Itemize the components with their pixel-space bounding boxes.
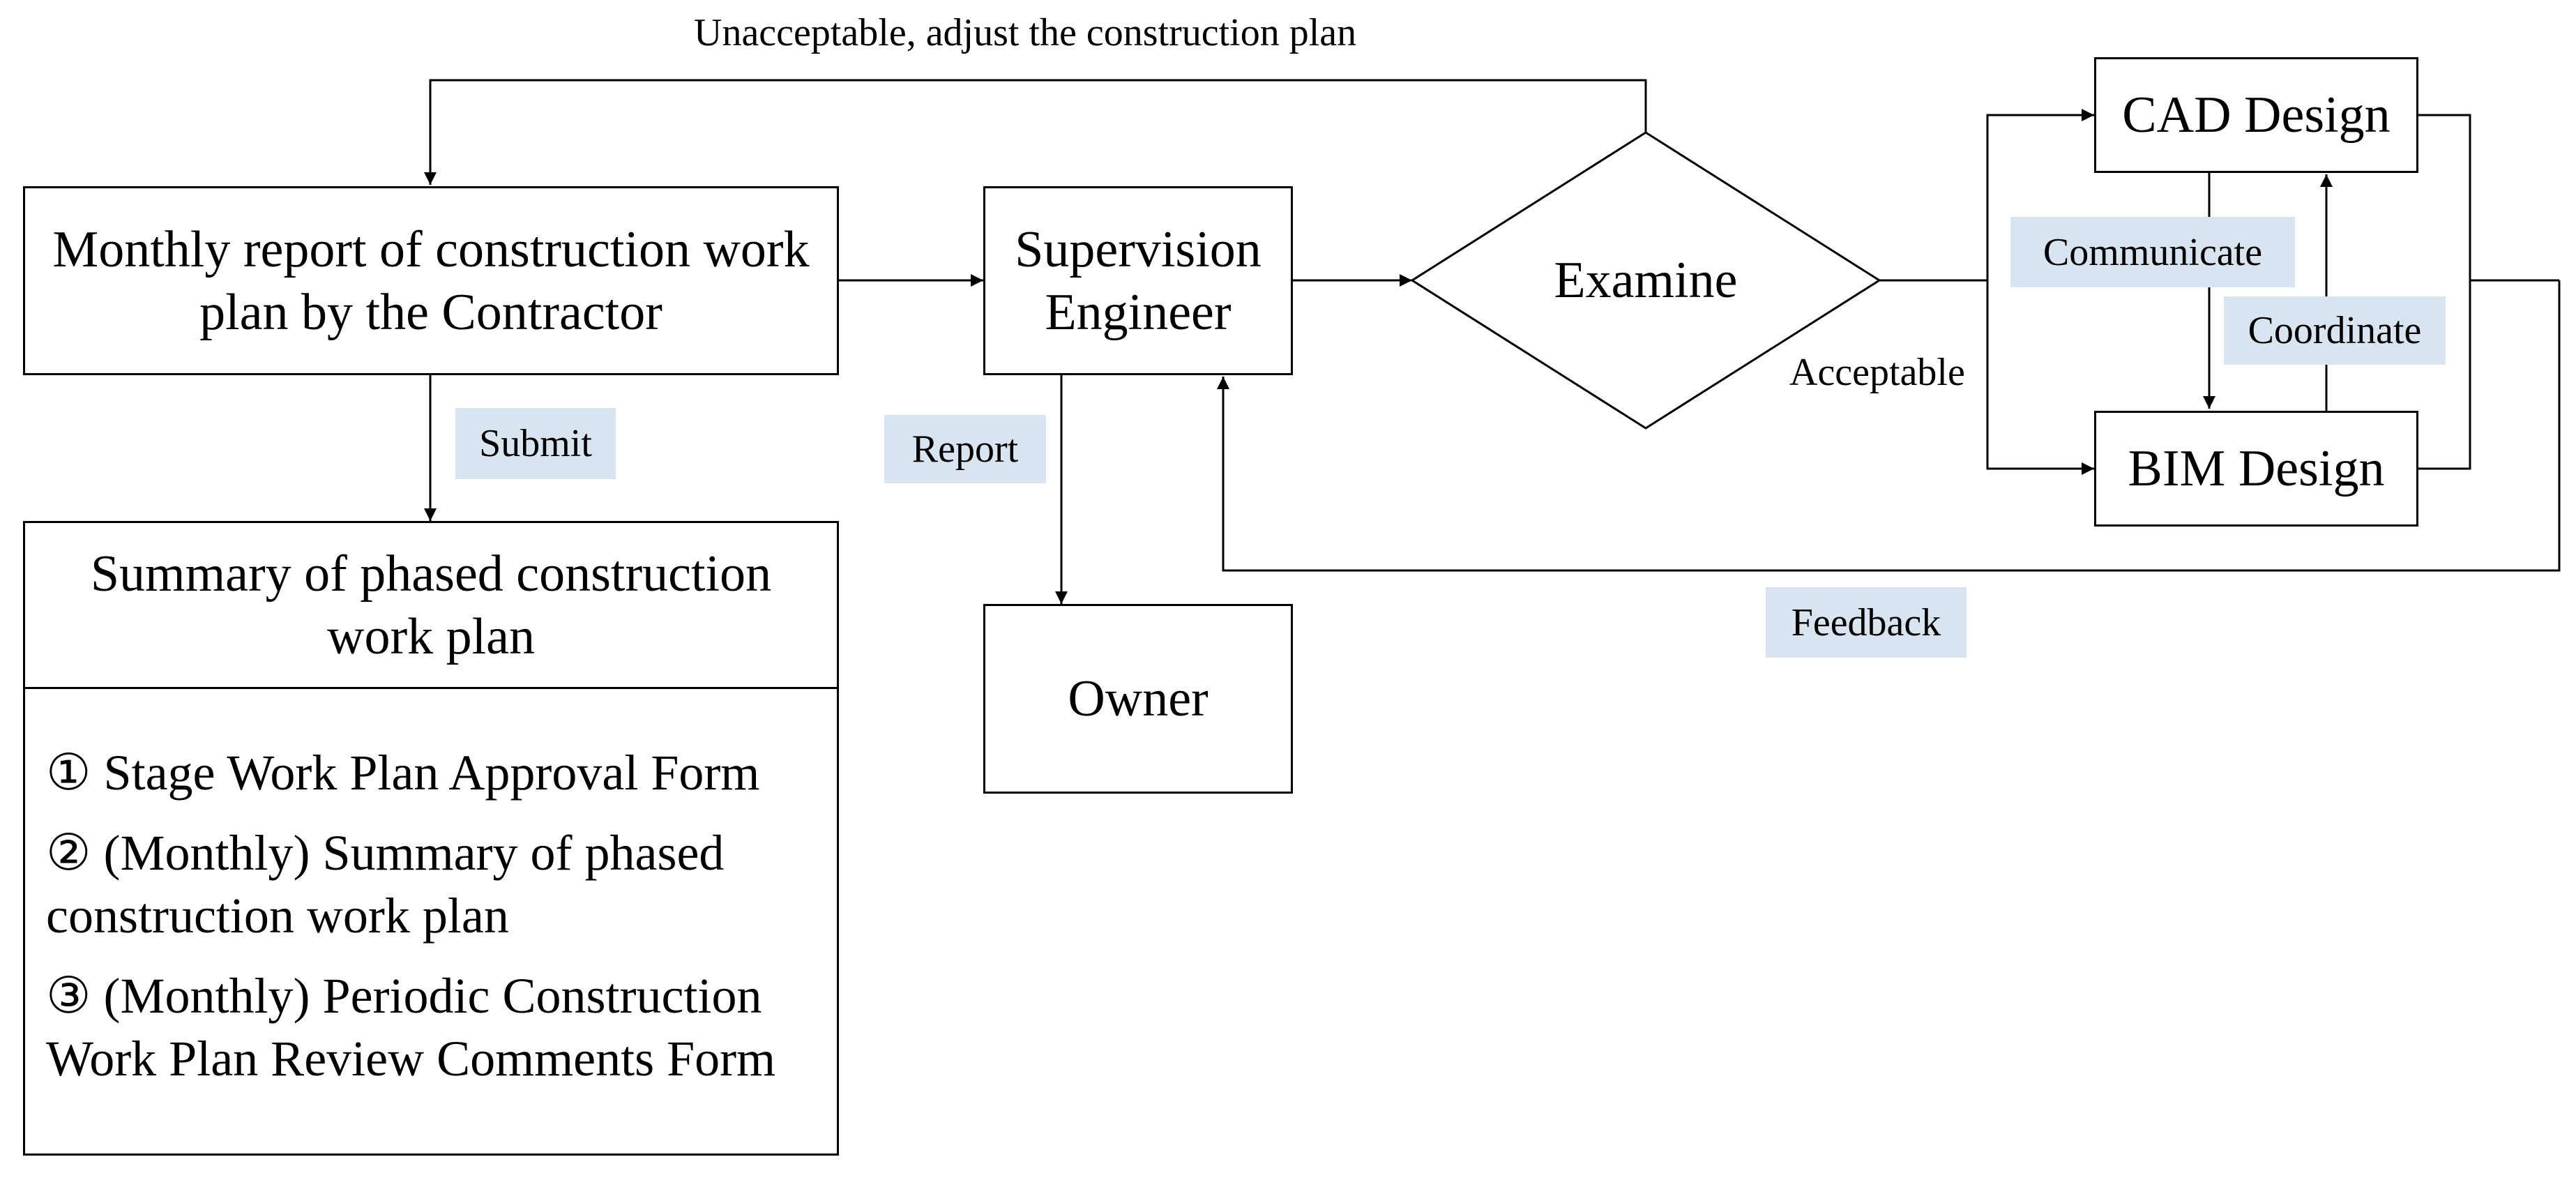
supervision-engineer-node: Supervision Engineer [983, 186, 1293, 375]
acceptable-label: Acceptable [1789, 351, 1965, 394]
summary-list-cell: ① Stage Work Plan Approval Form ② (Month… [23, 687, 839, 1156]
summary-item-3-cont: Work Plan Review Comments Form [46, 1031, 776, 1087]
feedback-label: Feedback [1766, 587, 1967, 658]
cad-design-node: CAD Design [2094, 57, 2418, 173]
unacceptable-label: Unacceptable, adjust the construction pl… [694, 11, 1357, 54]
summary-item-2: ② (Monthly) Summary of phased [46, 825, 725, 881]
line-cad-right [2418, 114, 2471, 280]
line-bim-right [2418, 280, 2471, 470]
summary-item-2-cont: construction work plan [46, 888, 509, 944]
contractor-report-label: Monthly report of construction work plan… [52, 220, 810, 341]
examine-diamond [1410, 131, 1881, 430]
submit-label: Submit [455, 408, 616, 479]
supervision-engineer-label: Supervision Engineer [1015, 220, 1262, 341]
cad-design-label: CAD Design [2122, 86, 2391, 144]
arrow-to-bim [1986, 280, 2094, 475]
summary-title-cell: Summary of phased construction work plan [23, 521, 839, 689]
communicate-label: Communicate [2010, 217, 2295, 287]
coordinate-label: Coordinate [2224, 296, 2446, 365]
report-label: Report [884, 415, 1046, 483]
owner-label: Owner [1068, 670, 1209, 727]
summary-item-3: ③ (Monthly) Periodic Construction [46, 968, 762, 1024]
examine-label: Examine [1554, 252, 1738, 309]
summary-title: Summary of phased construction work plan [90, 545, 772, 665]
contractor-report-node: Monthly report of construction work plan… [23, 186, 839, 375]
summary-item-1: ① Stage Work Plan Approval Form [46, 745, 760, 801]
arrow-to-cad [1986, 109, 2094, 280]
arrow-unacceptable-loop [424, 79, 1647, 185]
arrow-feedback [1217, 280, 2561, 572]
owner-node: Owner [983, 604, 1293, 794]
bim-design-node: BIM Design [2094, 411, 2418, 527]
bim-design-label: BIM Design [2128, 440, 2385, 497]
